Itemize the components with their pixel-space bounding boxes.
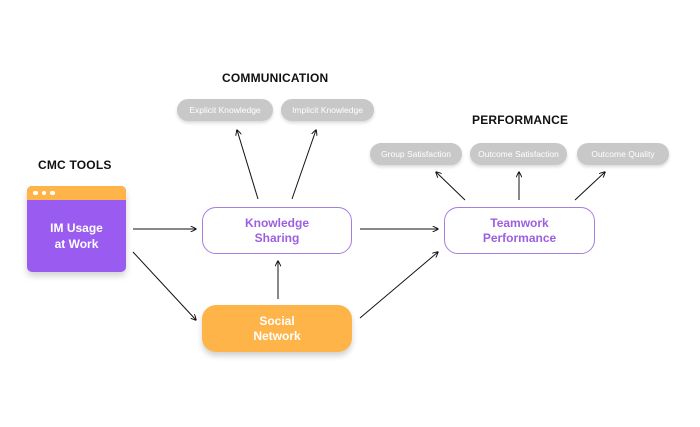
pill-explicit-knowledge: Explicit Knowledge — [177, 99, 273, 121]
node-social-network: Social Network — [202, 305, 352, 352]
node-knowledge-sharing: Knowledge Sharing — [202, 207, 352, 254]
pill-group-satisfaction: Group Satisfaction — [370, 143, 462, 165]
heading-cmc-tools: CMC TOOLS — [38, 158, 112, 172]
knowledge-sharing-label: Knowledge Sharing — [244, 215, 309, 245]
pill-implicit-knowledge: Implicit Knowledge — [281, 99, 374, 121]
arrow-teamwork-to-outcome-quality — [574, 172, 605, 201]
im-usage-window: IM Usage at Work — [27, 186, 126, 272]
im-usage-label: IM Usage at Work — [50, 221, 103, 251]
window-dot-icon — [33, 190, 38, 196]
arrow-knowledge-to-explicit — [237, 130, 259, 200]
arrow-teamwork-to-group — [436, 172, 466, 201]
social-network-label: Social Network — [253, 313, 301, 343]
node-teamwork-performance: Teamwork Performance — [444, 207, 595, 254]
arrow-social-to-teamwork — [359, 252, 438, 319]
window-dot-icon — [50, 190, 55, 196]
arrow-knowledge-to-implicit — [291, 130, 316, 200]
window-titlebar — [27, 186, 126, 200]
pill-outcome-satisfaction: Outcome Satisfaction — [470, 143, 567, 165]
pill-outcome-quality: Outcome Quality — [577, 143, 669, 165]
teamwork-performance-label: Teamwork Performance — [482, 215, 557, 245]
window-dot-icon — [41, 190, 46, 196]
heading-communication: COMMUNICATION — [222, 71, 329, 85]
arrow-im-to-social — [132, 251, 196, 320]
heading-performance: PERFORMANCE — [472, 113, 569, 127]
